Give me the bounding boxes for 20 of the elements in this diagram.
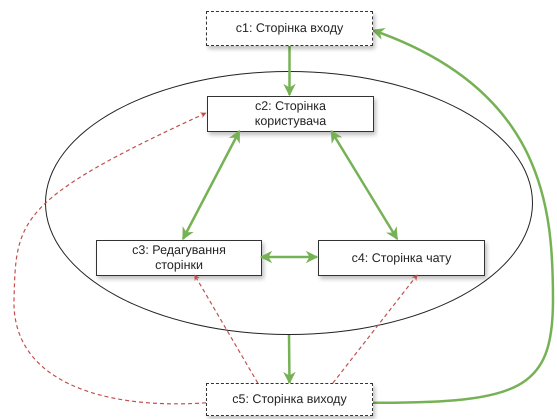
page-label: c1: Сторінка входу <box>236 21 344 36</box>
page-label: c4: Сторінка чату <box>352 250 452 266</box>
page-box <box>207 96 374 132</box>
page-label: c5: Сторінка виходу <box>232 392 347 407</box>
dashed-arrow <box>13 112 207 404</box>
arrow <box>283 334 296 384</box>
ellipse-boundary <box>45 71 533 335</box>
arrow <box>330 130 398 240</box>
page-box <box>318 240 485 276</box>
dashed-arrow <box>332 274 418 384</box>
page-box <box>96 240 262 276</box>
arrow <box>260 250 318 264</box>
arrow <box>182 130 240 240</box>
arrow <box>283 46 296 96</box>
page-box <box>206 11 373 46</box>
page-label: c2: Сторінка користувача <box>254 99 328 129</box>
arrow <box>372 28 554 404</box>
dashed-arrow <box>194 274 258 384</box>
page-label: c3: Редагування сторінки <box>131 243 227 273</box>
page-box <box>206 383 373 416</box>
